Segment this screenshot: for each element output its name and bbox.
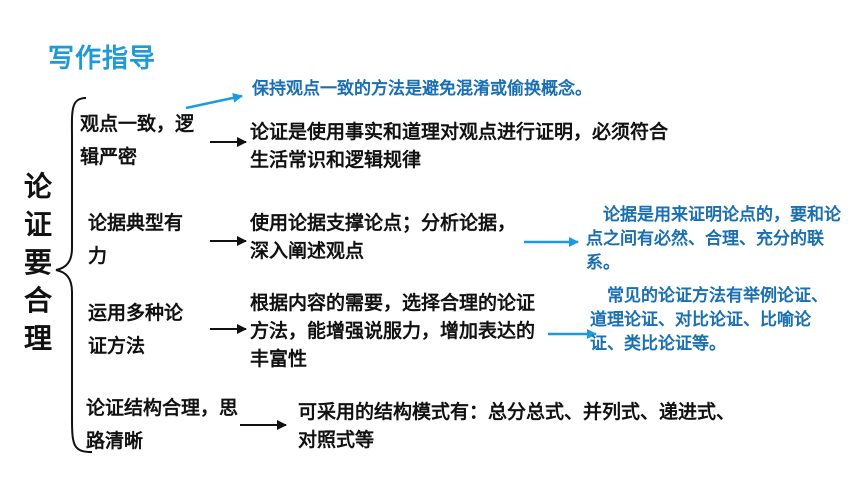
branch-1-description: 论证是使用事实和道理对观点进行证明，必须符合生活常识和逻辑规律 [250, 121, 669, 171]
branch-2-note: 论据是用来证明论点的，要和论点之间有必然、合理、充分的联系。 [586, 205, 841, 273]
branch-4-label: 论证结构合理，思路清晰 [86, 397, 239, 452]
brace [55, 97, 93, 453]
branch-2-label: 论据典型有力 [88, 212, 184, 267]
note-arrow-1 [185, 92, 243, 110]
branch-1-label: 观点一致，逻辑严密 [80, 113, 195, 168]
root-label: 论证要合理 [23, 170, 52, 355]
branch-1-note: 保持观点一致的方法是避免混淆或偷换概念。 [252, 79, 592, 99]
branch-3-note: 常见的论证方法有举例论证、道理论证、对比论证、比喻论证、类比论证等。 [590, 286, 828, 354]
page-title: 写作指导 [48, 44, 157, 74]
branch-3-description: 根据内容的需要，选择合理的论证方法，能增强说服力，增加表达的丰富性 [250, 292, 536, 370]
branch-4-description: 可采用的结构模式有：总分总式、并列式、递进式、对照式等 [298, 401, 736, 451]
branch-2-description: 使用论据支撑论点；分析论据，深入阐述观点 [250, 212, 517, 262]
branch-3-label: 运用多种论证方法 [88, 302, 184, 357]
